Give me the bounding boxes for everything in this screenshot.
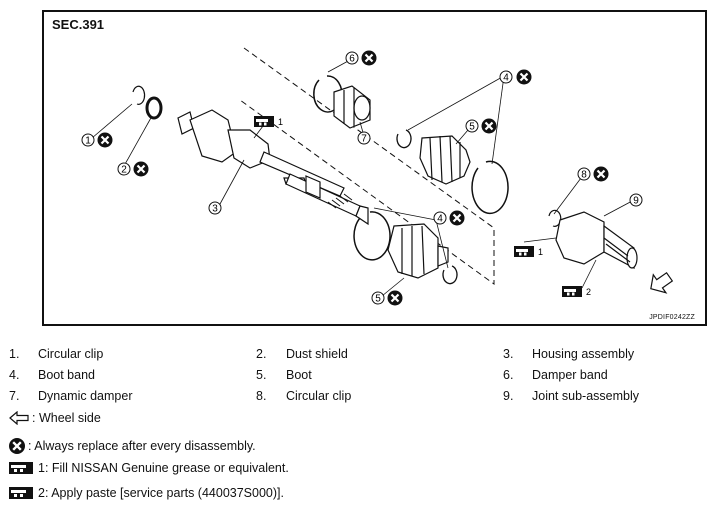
note-replace: : Always replace after every disassembly… [8,437,256,455]
callout-3: 3 [212,204,218,215]
shaft [285,173,369,226]
boot-band-small [396,129,412,149]
note-grease-1-text: 1: Fill NISSAN Genuine grease or equival… [38,461,289,475]
note-grease-2: 2: Apply paste [service parts (440037S00… [8,486,284,500]
legend-label-6: Damper band [532,368,608,382]
note-grease-2-text: 2: Apply paste [service parts (440037S00… [38,486,284,500]
joint-sub-assembly [555,211,638,269]
boot-lower [387,223,449,279]
wheel-side-arrow-icon [9,411,29,425]
replace-x-icon [9,438,25,454]
grease-gun-icon [9,462,33,474]
legend-label-4: Boot band [38,368,95,382]
legend-label-5: Boot [286,368,312,382]
legend-num-2: 2. [256,347,267,361]
dynamic-damper [333,85,371,129]
legend-label-1: Circular clip [38,347,104,361]
legend-label-2: Dust shield [286,347,348,361]
svg-text:2: 2 [586,287,591,297]
callout-5-lower: 5 [375,294,381,305]
legend-label-8: Circular clip [286,389,352,403]
legend-num-8: 8. [256,389,267,403]
note-grease-1: 1: Fill NISSAN Genuine grease or equival… [8,461,289,475]
callout-2: 2 [121,165,127,176]
wheel-side-arrow-icon [650,271,674,294]
legend-num-5: 5. [256,368,267,382]
legend-num-6: 6. [503,368,514,382]
boot-band-upper [471,160,509,215]
note-wheel-side: : Wheel side [8,411,101,425]
callout-8: 8 [581,170,587,181]
callout-9: 9 [633,196,639,207]
section-label: SEC.391 [52,17,105,32]
legend-label-9: Joint sub-assembly [532,389,639,403]
damper-band [313,75,343,113]
grease-markers: 1 1 2 [254,116,591,297]
circular-clip-8 [548,209,562,227]
figure-code: JPDIF0242ZZ [649,314,695,321]
circular-clip-1 [132,85,146,105]
callout-5-upper: 5 [469,122,475,133]
note-wheel-text: : Wheel side [32,411,101,425]
boot-band-lower [353,211,391,261]
legend-num-9: 9. [503,389,514,403]
exploded-diagram: SEC.391 JPDIF0242ZZ [42,10,707,326]
callout-4-lower: 4 [437,214,443,225]
note-replace-text: : Always replace after every disassembly… [28,439,256,453]
legend-label-7: Dynamic damper [38,389,133,403]
callout-4-upper: 4 [503,73,509,84]
legend-num-3: 3. [503,347,514,361]
legend-num-4: 4. [9,368,20,382]
callout-1: 1 [85,136,91,147]
dust-shield [145,96,163,120]
callout-7: 7 [361,134,367,145]
drawing: 1 2 3 6 7 4 5 4 5 8 9 1 1 2 [81,47,674,307]
legend-num-7: 7. [9,389,20,403]
callouts: 1 2 3 6 7 4 5 4 5 8 9 [81,49,643,307]
grease-gun-icon [9,487,33,499]
boot-upper [419,135,471,185]
callout-6: 6 [349,54,355,65]
svg-text:1: 1 [278,117,283,127]
svg-text:1: 1 [538,247,543,257]
circular-clip-lower [442,265,458,285]
legend-num-1: 1. [9,347,20,361]
legend-label-3: Housing assembly [532,347,635,361]
